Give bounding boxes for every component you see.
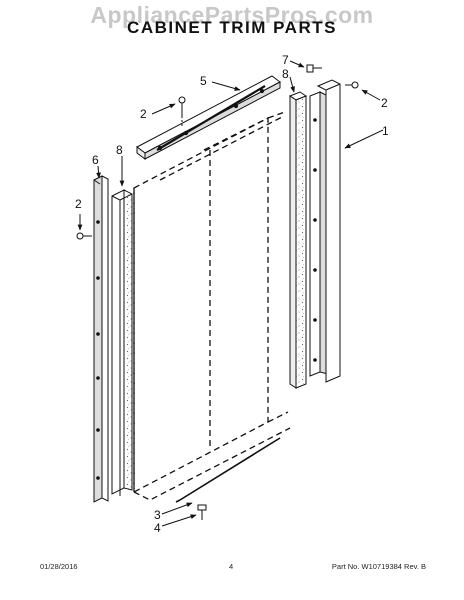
- callout-2-top: 2: [140, 107, 147, 121]
- callout-6: 6: [92, 153, 99, 167]
- footer-date: 01/28/2016: [40, 562, 78, 571]
- left-outer-trim: [93, 175, 109, 503]
- footer-page-number: 4: [229, 562, 234, 571]
- top-screw-icon: [306, 64, 322, 73]
- right-outer-trim: [309, 79, 341, 383]
- bottom-rod: [175, 437, 281, 503]
- bottom-screw-icon: [197, 504, 207, 520]
- right-speckled-trim: [288, 91, 308, 389]
- callout-5: 5: [200, 74, 207, 88]
- watermark: AppliancePartsPros.com: [90, 2, 374, 28]
- callout-3: 3: [154, 508, 161, 522]
- callout-2-left: 2: [75, 197, 82, 211]
- side-screw-right-icon: [345, 81, 359, 89]
- page-title: CABINET TRIM PARTS: [127, 18, 337, 37]
- left-speckled-trim: [111, 189, 133, 496]
- callout-7: 7: [282, 53, 289, 67]
- callout-2-right: 2: [381, 96, 388, 110]
- footer-part-number: Part No. W10719384 Rev. B: [331, 562, 426, 571]
- screw-icon: [178, 96, 186, 128]
- leader-lines: [77, 60, 384, 527]
- cabinet-outline: [133, 111, 291, 501]
- callout-4: 4: [154, 521, 161, 535]
- callout-8-right: 8: [282, 67, 289, 81]
- top-trim-bracket: [136, 75, 281, 160]
- callout-1: 1: [382, 124, 389, 138]
- callout-8-left: 8: [116, 143, 123, 157]
- side-screw-left-icon: [76, 232, 92, 240]
